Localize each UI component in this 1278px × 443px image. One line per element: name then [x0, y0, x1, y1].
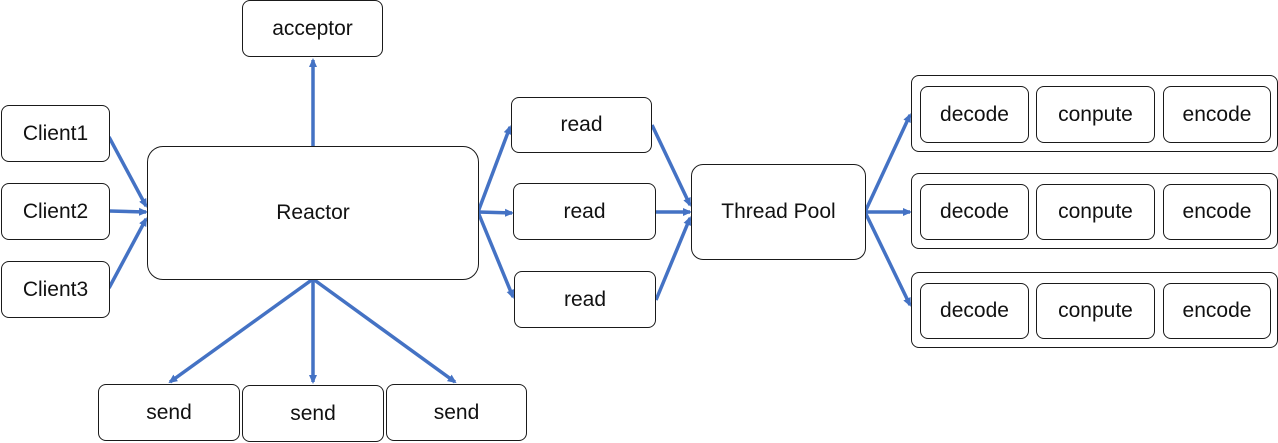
encode-box: encode [1163, 283, 1271, 339]
arrow-threadpool-pipeline3 [863, 211, 912, 307]
arrow-threadpool-pipeline1 [863, 113, 912, 213]
client2-node: Client2 [1, 183, 110, 240]
acceptor-node: acceptor [242, 0, 383, 57]
client3-node: Client3 [1, 261, 110, 318]
client1-node: Client1 [1, 105, 110, 162]
arrow-read1-threadpool [650, 124, 692, 207]
reactor-node: Reactor [147, 146, 479, 280]
read-node-2: read [513, 183, 656, 240]
arrow-reactor-read3 [476, 211, 515, 299]
arrow-reactor-read2 [477, 208, 514, 217]
arrow-client3-reactor [107, 217, 148, 289]
thread-pool-node: Thread Pool [691, 164, 866, 260]
compute-box: conpute [1036, 184, 1155, 240]
arrow-read3-threadpool [654, 216, 692, 301]
read-node-1: read [511, 97, 652, 153]
decode-box: decode [920, 283, 1029, 339]
decode-box: decode [920, 86, 1029, 143]
send-node-3: send [386, 384, 527, 441]
arrow-client2-reactor [108, 207, 148, 216]
decode-box: decode [920, 184, 1029, 240]
compute-box: conpute [1036, 86, 1155, 143]
arrow-reactor-send3 [311, 277, 457, 384]
encode-box: encode [1163, 86, 1271, 143]
send-node-1: send [98, 384, 240, 441]
compute-box: conpute [1036, 283, 1155, 339]
read-node-3: read [514, 271, 656, 328]
arrow-reactor-send1 [168, 277, 315, 384]
encode-box: encode [1163, 184, 1271, 240]
arrow-client1-reactor [107, 136, 148, 208]
arrow-reactor-read1 [476, 125, 512, 213]
send-node-2: send [242, 385, 384, 442]
